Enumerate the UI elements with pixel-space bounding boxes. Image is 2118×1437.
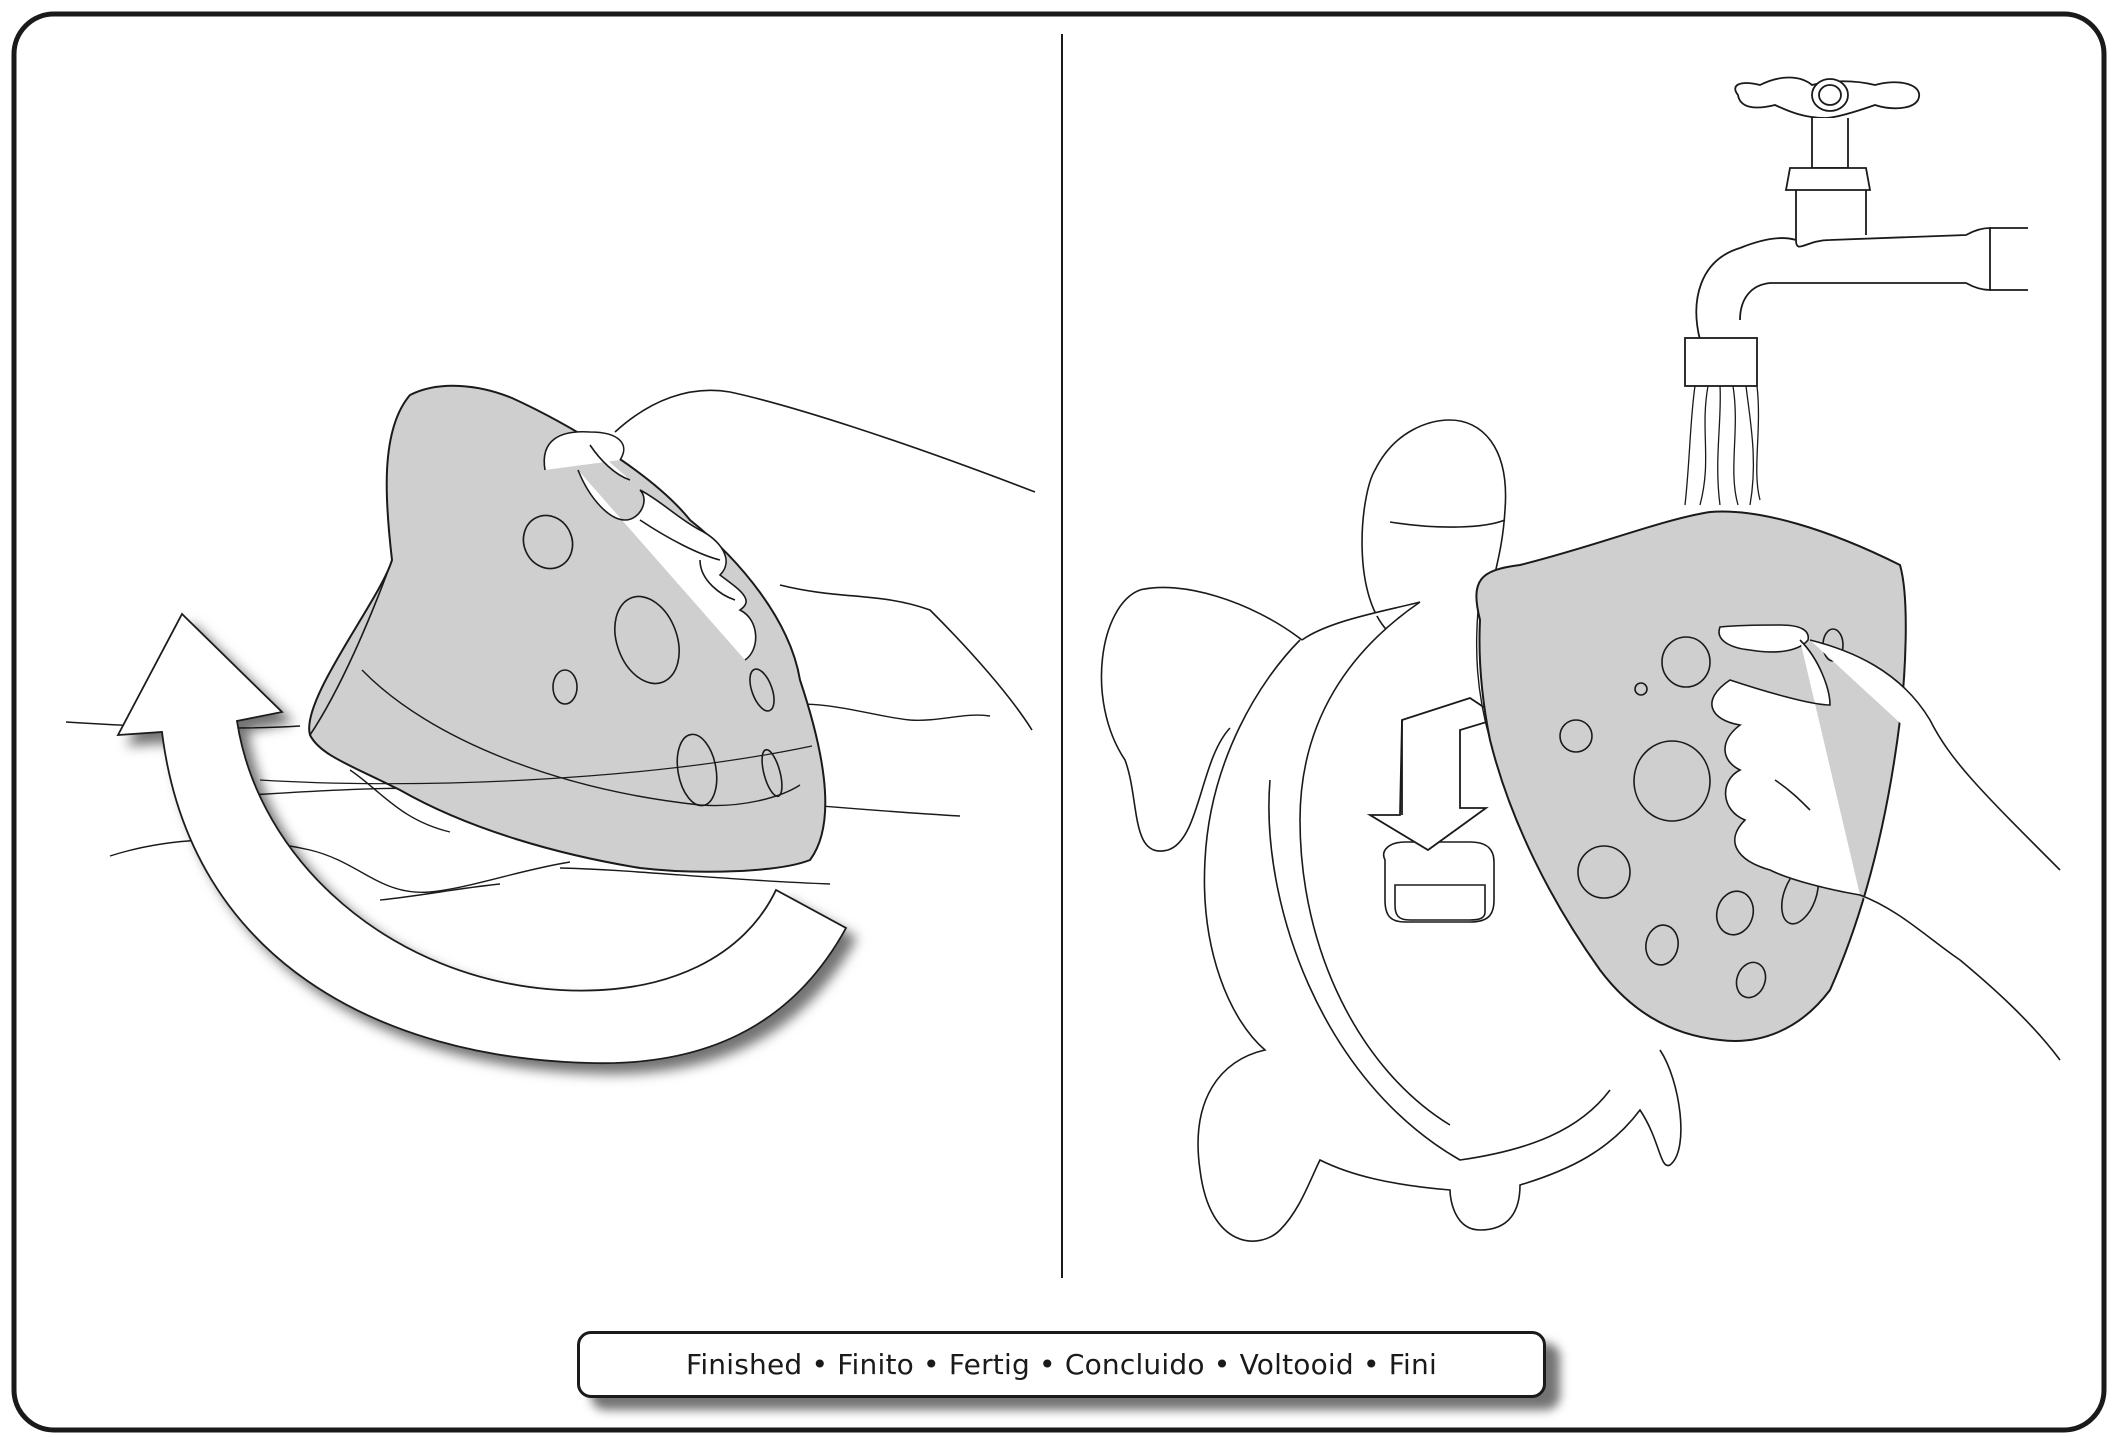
hand-icon [1711, 624, 2061, 1061]
caption-box: Finished • Finito • Fertig • Concluido •… [577, 1331, 1546, 1398]
rinse-and-store-panel [1100, 76, 2061, 1242]
hand-icon [543, 389, 1036, 731]
water-stream [1684, 385, 1761, 506]
faucet-icon [1684, 76, 2028, 387]
turtle-bath-mat-icon [1100, 419, 1682, 1242]
sponge-shape [259, 384, 827, 873]
curved-arrow-icon [116, 612, 848, 1065]
caption-text: Finished • Finito • Fertig • Concluido •… [686, 1348, 1437, 1381]
sponge-holes [522, 514, 783, 807]
sponge-holes [1559, 628, 1844, 999]
rotate-sponge-panel [65, 384, 1036, 1065]
